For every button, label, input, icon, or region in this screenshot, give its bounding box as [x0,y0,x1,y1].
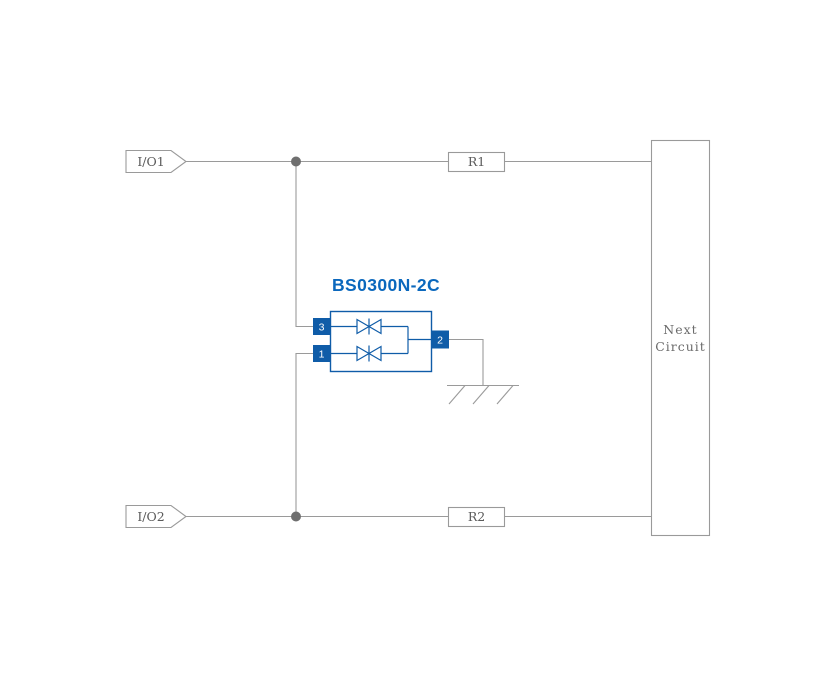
tvs-diode-bottom-left-triangle [356,345,371,362]
component-internals [330,318,432,362]
ground-hatch-1 [448,385,466,405]
next-circuit-label-line2: Circuit [655,339,706,354]
wire-pin2-to-ground [448,338,484,386]
next-circuit-label-line1: Next [663,322,697,337]
esd-component: BS0300N-2C [313,275,449,373]
pin3-pad [313,318,331,335]
junction-dot-bottom [291,511,301,522]
pin1-pad [313,345,331,362]
pin1-number: 1 [319,349,325,361]
r1-label: R1 [468,154,485,169]
wire-bottom-to-pin1 [295,352,313,517]
r2-label: R2 [468,509,485,524]
io2-tag-shape [125,504,187,529]
wires [186,160,651,518]
resistor-r2: R2 [447,506,506,528]
component-title: BS0300N-2C [332,275,440,295]
ground-hatch-3 [496,385,514,405]
r1-box [447,151,506,173]
io1-tag-shape [125,149,187,174]
io1-label: I/O1 [137,154,164,169]
pin2-pad [431,330,449,349]
resistor-r1: R1 [447,151,506,173]
tvs-diode-top-left-triangle [356,318,371,335]
io1-connector: I/O1 [125,149,187,174]
io2-label: I/O2 [137,509,164,524]
ground-hatch-2 [472,385,490,405]
wire-top-to-pin3 [295,161,313,328]
r2-box [447,506,506,528]
io2-connector: I/O2 [125,504,187,529]
next-circuit-block: Next Circuit [650,139,711,537]
pin3-number: 3 [319,322,325,334]
pin2-number: 2 [437,335,443,347]
next-circuit-box [650,139,711,537]
junction-dot-top [291,156,301,167]
ground-symbol [447,384,519,405]
